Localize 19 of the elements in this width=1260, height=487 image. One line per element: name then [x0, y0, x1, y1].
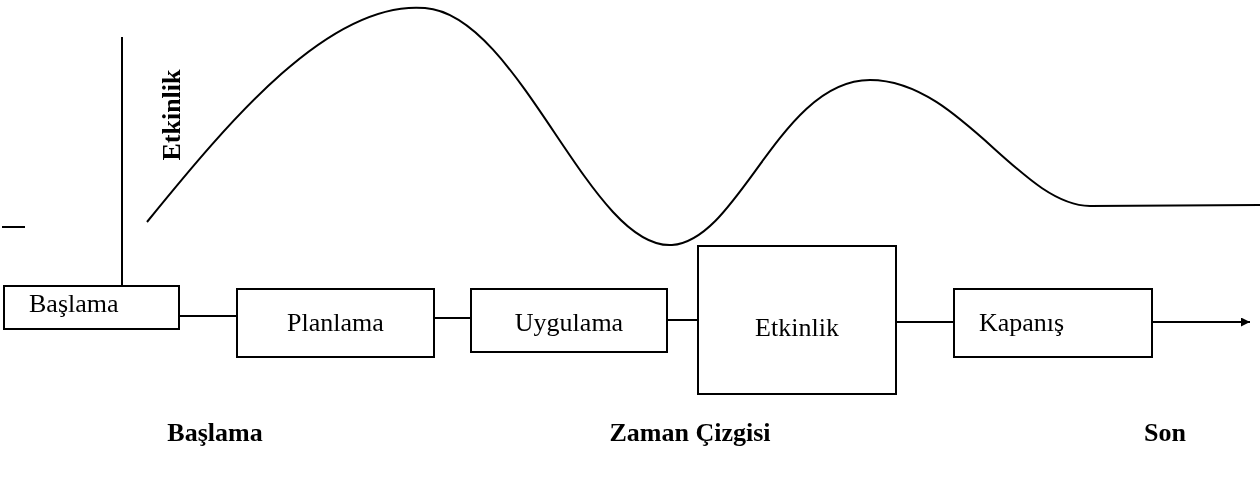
connector-line — [667, 319, 698, 321]
timeline-label: Başlama — [167, 420, 263, 446]
phase-box — [236, 288, 435, 358]
phase-label: Kapanış — [979, 310, 1065, 336]
phase-label: Planlama — [287, 310, 384, 336]
phase-box — [953, 288, 1153, 358]
phase-box — [470, 288, 668, 353]
timeline-label: Zaman Çizgisi — [609, 420, 771, 446]
axis-label: Etkinlik — [159, 69, 185, 161]
connector-line — [896, 321, 954, 323]
connector-line — [179, 315, 237, 317]
phase-label: Başlama — [29, 291, 119, 317]
phase-box — [3, 285, 180, 330]
phase-box — [697, 245, 897, 395]
connector-line — [434, 317, 471, 319]
timeline-label: Son — [1144, 420, 1186, 446]
phase-label: Etkinlik — [755, 315, 839, 341]
arrow — [1152, 317, 1251, 327]
phase-label: Uygulama — [514, 310, 624, 336]
